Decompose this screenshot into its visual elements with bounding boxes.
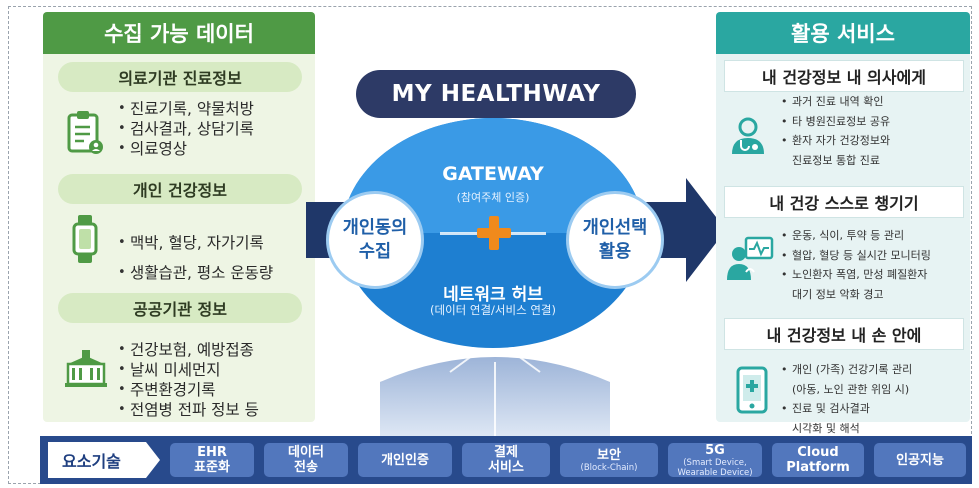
- list-item: 건강보험, 예방접종: [116, 340, 259, 360]
- list-item: 생활습관, 평소 운동량: [116, 258, 273, 288]
- consent-line-2: 수집: [358, 242, 392, 262]
- building-icon: [65, 350, 107, 387]
- choice-line-2: 활용: [598, 242, 632, 262]
- section-header-public: 공공기관 정보: [58, 293, 302, 323]
- tech-line: (Block-Chain): [580, 462, 638, 473]
- tech-line: 전송: [294, 460, 318, 475]
- tech-line: 데이터: [288, 445, 324, 460]
- tech-line: (Smart Device,: [683, 457, 747, 468]
- list-item: 전염병 전파 정보 등: [116, 400, 259, 420]
- smartwatch-icon: [72, 215, 98, 263]
- list-item: (아동, 노인 관한 위임 시): [792, 382, 910, 396]
- list-item: 검사결과, 상담기록: [116, 119, 254, 139]
- consent-line-1: 개인동의: [342, 218, 408, 238]
- tech-line: 표준화: [194, 460, 230, 475]
- list-item: 과거 진료 내역 확인: [780, 92, 890, 112]
- list-item: 진료 및 검사결과: [780, 399, 912, 419]
- section-header-medical: 의료기관 진료정보: [58, 62, 302, 92]
- clipboard-icon: [67, 111, 103, 154]
- list-item: 혈압, 혈당 등 실시간 모니터링: [780, 246, 931, 266]
- personal-info-list: 맥박, 혈당, 자가기록 생활습관, 평소 운동량: [116, 228, 273, 288]
- gateway-subtitle: (참여주체 인증): [456, 191, 530, 204]
- tech-line: EHR: [197, 445, 227, 460]
- my-healthway-banner: MY HEALTHWAY: [356, 70, 636, 118]
- medical-info-list: 진료기록, 약물처방 검사결과, 상담기록 의료영상: [116, 99, 254, 159]
- mobile-service-list: 개인 (가족) 건강기록 관리 (아동, 노인 관한 위임 시) 진료 및 검사…: [780, 360, 912, 438]
- list-item: 맥박, 혈당, 자가기록: [116, 228, 273, 258]
- list-item: 운동, 식이, 투약 등 관리: [780, 226, 931, 246]
- tech-security: 보안 (Block-Chain): [560, 443, 658, 477]
- selfcare-service-list: 운동, 식이, 투약 등 관리 혈압, 혈당 등 실시간 모니터링 노인환자 폭…: [780, 226, 931, 304]
- list-item: 진료정보 통합 진료: [792, 153, 880, 167]
- list-item: 시각화 및 해석: [792, 421, 860, 435]
- tech-cloud: Cloud Platform: [772, 443, 864, 477]
- list-item: 의료영상: [116, 139, 254, 159]
- list-item: 주변환경기록: [116, 380, 259, 400]
- tech-line: 개인인증: [381, 452, 429, 468]
- doctor-icon: [732, 117, 764, 154]
- list-item: 노인환자 폭염, 만성 폐질환자: [780, 265, 931, 285]
- upward-arrow: [380, 349, 610, 438]
- tech-5g: 5G (Smart Device, Wearable Device): [668, 442, 762, 478]
- choice-use-circle: 개인선택 활용: [566, 191, 664, 289]
- tech-line: 보안: [597, 447, 621, 463]
- choice-line-1: 개인선택: [582, 218, 648, 238]
- list-item: 대기 정보 악화 경고: [792, 287, 884, 301]
- tech-line: Wearable Device): [677, 467, 753, 478]
- consent-collection-circle: 개인동의 수집: [326, 191, 424, 289]
- list-item: 환자 자가 건강정보와: [780, 131, 890, 151]
- tech-ehr: EHR 표준화: [170, 443, 254, 477]
- gateway-label: GATEWAY: [442, 163, 544, 185]
- service-header-mobile: 내 건강정보 내 손 안에: [724, 318, 964, 350]
- health-monitor-icon: [727, 236, 774, 280]
- right-panel-title: 활용 서비스: [716, 12, 970, 54]
- tech-line: 결제: [494, 445, 518, 460]
- doctor-service-list: 과거 진료 내역 확인 타 병원진료정보 공유 환자 자가 건강정보와 진료정보…: [780, 92, 890, 170]
- tech-lead-label: 요소기술: [62, 452, 121, 471]
- list-item: 날씨 미세먼지: [116, 360, 259, 380]
- list-item: 진료기록, 약물처방: [116, 99, 254, 119]
- network-hub-subtitle: (데이터 연결/서비스 연결): [430, 303, 556, 317]
- tech-line: 5G: [705, 442, 725, 458]
- list-item: 개인 (가족) 건강기록 관리: [780, 360, 912, 380]
- tech-payment: 결제 서비스: [462, 443, 550, 477]
- tech-auth: 개인인증: [358, 443, 452, 477]
- mobile-health-icon: [736, 366, 768, 414]
- left-panel-title: 수집 가능 데이터: [43, 12, 315, 54]
- plus-icon: [477, 216, 511, 250]
- tech-line: 인공지능: [896, 452, 944, 468]
- public-info-list: 건강보험, 예방접종 날씨 미세먼지 주변환경기록 전염병 전파 정보 등: [116, 340, 259, 420]
- tech-data-transfer: 데이터 전송: [264, 443, 348, 477]
- network-hub-label: 네트워크 허브: [443, 285, 543, 305]
- tech-ai: 인공지능: [874, 443, 966, 477]
- tech-lead-badge: [48, 442, 160, 478]
- service-header-doctor: 내 건강정보 내 의사에게: [724, 60, 964, 92]
- service-header-selfcare: 내 건강 스스로 챙기기: [724, 186, 964, 218]
- tech-line: 서비스: [488, 460, 524, 475]
- tech-line: Platform: [786, 460, 850, 475]
- tech-line: Cloud: [797, 445, 839, 460]
- list-item: 타 병원진료정보 공유: [780, 112, 890, 132]
- section-header-personal: 개인 건강정보: [58, 174, 302, 204]
